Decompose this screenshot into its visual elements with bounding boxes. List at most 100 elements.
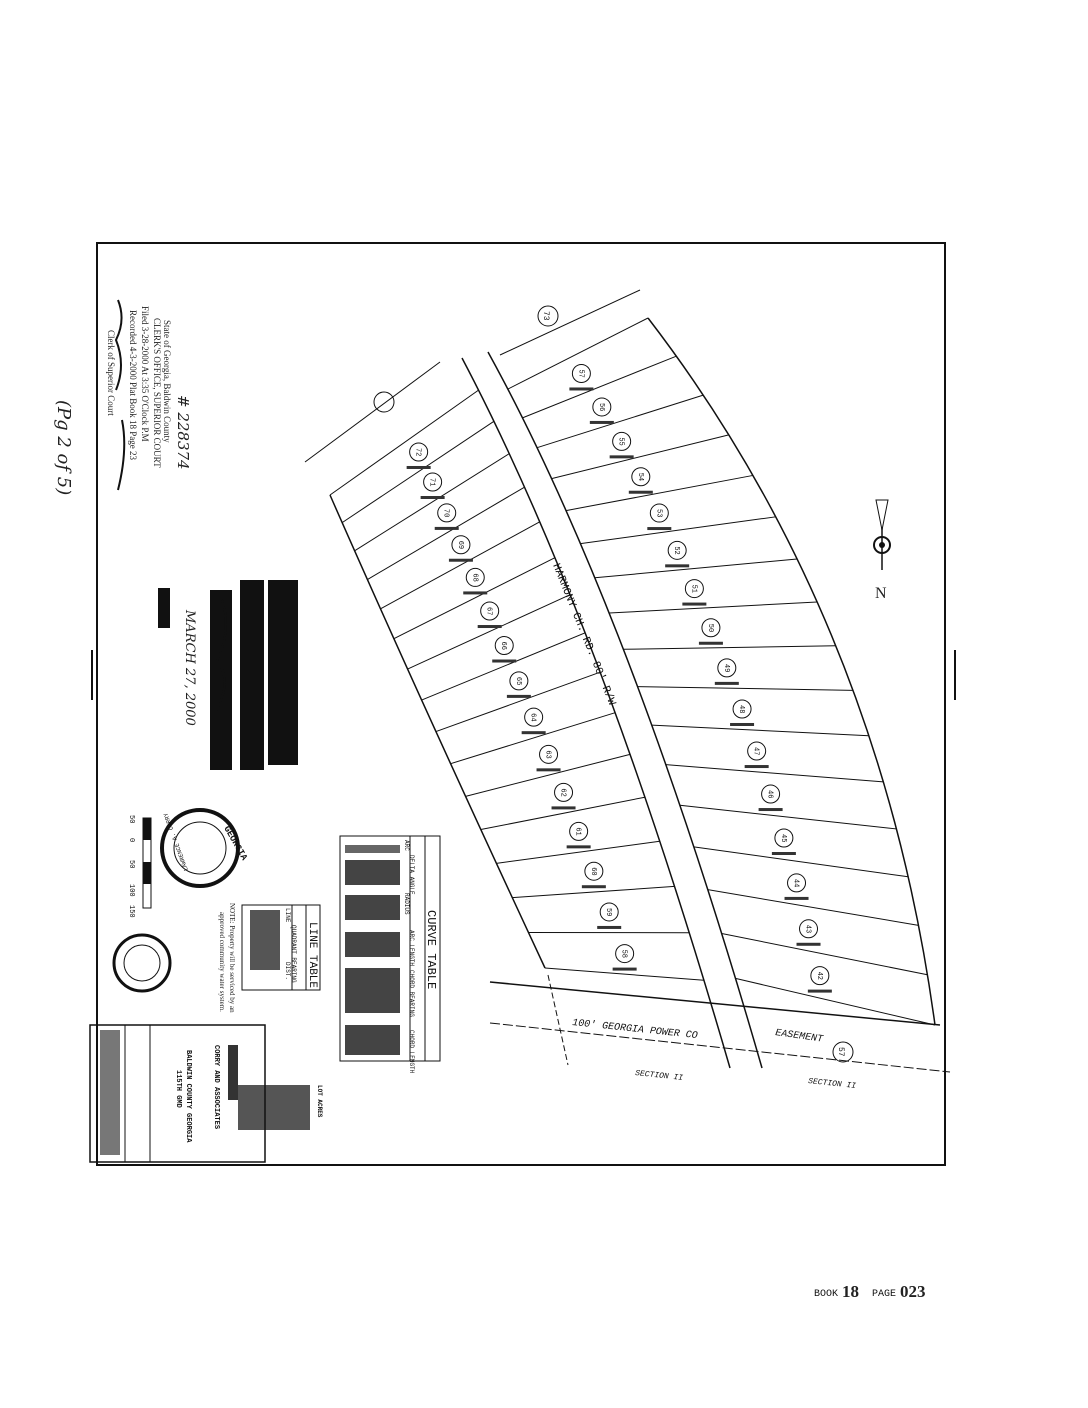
stamp-line: State of Georgia, Baldwin County (162, 320, 172, 443)
curve-table: CURVE TABLE ARC DELTA ANGLE RADIUS ARC L… (339, 835, 441, 1074)
lot-line (721, 933, 928, 976)
lot-number: 59 (604, 908, 612, 916)
lot-line (393, 557, 556, 640)
bearing-label-illegible (714, 681, 739, 685)
section-label: SECTION II (635, 1069, 684, 1083)
certificate-date: MARCH 27, 2000 (182, 609, 197, 726)
lot-number: 53 (654, 509, 662, 517)
adjacent-lot-circle (373, 391, 395, 413)
lot-45: 45 (771, 828, 796, 856)
bearing-label-illegible (682, 602, 707, 606)
lot-line (512, 885, 675, 899)
lot-number-circle (539, 744, 559, 764)
lot-number: 55 (617, 437, 625, 445)
lot-44: 44 (784, 873, 809, 900)
lot-52: 52 (665, 540, 690, 568)
title-block-text-illegible (100, 1030, 120, 1155)
lot-line (735, 977, 936, 1026)
clerk-stamp: # 228374 State of Georgia, Baldwin Count… (106, 299, 192, 491)
table-rows-illegible (345, 845, 400, 853)
table-title: LINE TABLE (306, 922, 318, 988)
scale-label: 100 (127, 884, 135, 897)
table-header: CHORD LENGTH (408, 1030, 415, 1074)
north-arrow-center (879, 542, 885, 548)
lot-number-circle (409, 442, 429, 462)
book-number: 18 (842, 1282, 859, 1301)
scale-bar: 50 0 50 100 150 (127, 815, 152, 918)
plat-border (96, 242, 946, 1166)
lot-50: 50 (698, 618, 723, 645)
lot-number-circle (787, 873, 807, 893)
lot-number: 64 (529, 713, 537, 721)
lot-number: 47 (752, 747, 760, 755)
lot-number-circle (799, 919, 819, 939)
lot-number-circle (667, 540, 687, 560)
firm-name: CORRY AND ASSOCIATES (212, 1045, 220, 1129)
table-header: LINE (284, 908, 291, 923)
lot-number-circle (761, 784, 781, 804)
lot-number-circle (612, 431, 632, 451)
scale-label: 50 (127, 860, 135, 868)
bearing-label-illegible (807, 989, 832, 993)
bearing-label-illegible (796, 942, 821, 946)
lot-line (651, 724, 869, 737)
lot-61: 61 (566, 821, 591, 849)
lot-48: 48 (730, 699, 755, 726)
lot-number: 65 (514, 677, 522, 685)
lot-number-circle (631, 467, 651, 487)
lot-68: 68 (463, 567, 488, 595)
lot-58: 58 (612, 944, 637, 971)
lot-number: 70 (442, 509, 450, 517)
table-rows-illegible (345, 968, 400, 1013)
lot-51: 51 (682, 579, 707, 606)
bearing-label-illegible (448, 558, 473, 562)
lot-number: 68 (470, 573, 478, 581)
table-rows-illegible (345, 860, 400, 885)
bearing-label-illegible (698, 641, 723, 645)
lot-acreage-table: LOT ACRES (238, 1085, 323, 1130)
lot-number-circle (465, 567, 485, 587)
lot-line (435, 671, 601, 733)
certificate-text-block (240, 580, 264, 770)
lot-number: 63 (544, 750, 552, 758)
lot-line (679, 804, 897, 830)
seal-ring (160, 808, 240, 888)
lot-46: 46 (758, 784, 783, 812)
bearing-label-illegible (665, 564, 690, 568)
table-rows-illegible (345, 1025, 400, 1055)
lot-number-circle (569, 821, 589, 841)
page-note: (Pg 2 of 5) (53, 400, 74, 495)
book-label: BOOK (814, 1289, 838, 1300)
table-header: DELTA ANGLE (408, 855, 415, 895)
lot-number: 72 (414, 448, 422, 456)
bearing-label-illegible (730, 722, 755, 726)
lot-number-circle (592, 397, 612, 417)
bearing-label-illegible (597, 925, 622, 929)
lot-line (367, 486, 525, 580)
lot-number: 62 (559, 788, 567, 796)
title-block: CORRY AND ASSOCIATES BALDWIN COUNTY GEOR… (89, 1024, 266, 1163)
table-header: LOT ACRES (316, 1085, 323, 1118)
bearing-label-illegible (406, 465, 431, 469)
north-arrow-head (875, 499, 889, 531)
lot-line (407, 594, 571, 670)
lot-42: 42 (807, 966, 832, 993)
lot-number-circle (554, 782, 574, 802)
stamp-number: # 228374 (174, 395, 192, 470)
lot-65: 65 (506, 671, 531, 698)
boundary-extension (547, 974, 569, 1066)
lot-66: 66 (492, 636, 517, 663)
district-name: 115TH GMD (174, 1070, 182, 1108)
bearing-label-illegible (589, 420, 614, 424)
lot-number-circle (537, 305, 559, 327)
table-header: QUADRANT BEARING (290, 925, 297, 983)
lot-number-circle (509, 671, 529, 691)
lot-70: 70 (434, 503, 459, 530)
lot-line (707, 889, 919, 926)
table-border (339, 835, 441, 1062)
lot-54: 54 (628, 467, 653, 494)
lot-47: 47 (744, 741, 769, 769)
lot-number-circle (717, 658, 737, 678)
lot-line (507, 317, 649, 390)
lot-line (609, 601, 818, 614)
